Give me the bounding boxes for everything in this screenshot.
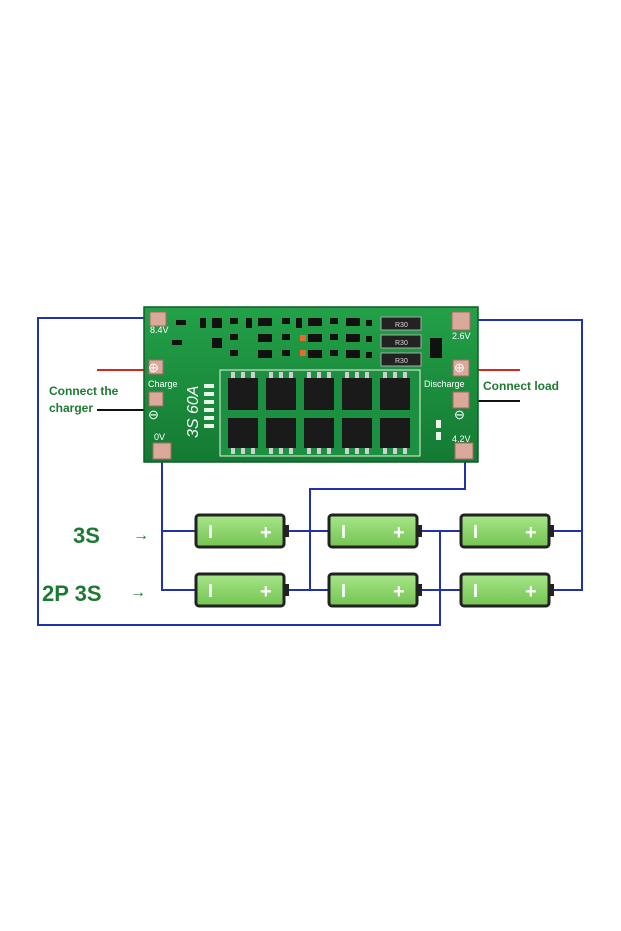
row2-label: 2P 3S: [42, 581, 102, 606]
wire-charge-plus: [37, 317, 441, 626]
pad-discharge-plus: [452, 359, 470, 377]
battery-r2c1: I +: [194, 572, 289, 608]
resistor-label-2: R30: [395, 340, 408, 347]
battery-plus: +: [393, 581, 405, 603]
bms-pcb: R30 R30 R30: [143, 306, 479, 463]
battery-plus: +: [260, 522, 272, 544]
resistor-label-3: R30: [395, 358, 408, 365]
connect-charger-line2: charger: [49, 401, 93, 415]
battery-minus: I: [341, 581, 346, 601]
row1-label: 3S: [73, 523, 100, 548]
charge-plus-symbol: ⊕: [148, 360, 159, 375]
pad-charge-minus: [148, 391, 164, 407]
battery-r1c1: I +: [194, 513, 289, 549]
wire-discharge-plus: [462, 319, 583, 591]
label-2-6v: 2.6V: [452, 331, 471, 341]
pad-0v: [152, 442, 172, 460]
connect-load-label: Connect load: [483, 379, 559, 393]
label-4-2v: 4.2V: [452, 434, 471, 444]
wire-4-2v: [309, 452, 466, 590]
model-label: 3S 60A: [185, 386, 202, 438]
battery-r2c2: I +: [327, 572, 422, 608]
pad-4-2v: [454, 442, 474, 460]
pad-charge-plus: [148, 359, 164, 375]
battery-minus: I: [208, 522, 213, 542]
battery-r1c2: I +: [327, 513, 422, 549]
pad-8-4v: [149, 311, 167, 327]
battery-plus: +: [260, 581, 272, 603]
wires: [37, 317, 583, 626]
row1-arrow: →: [133, 527, 149, 544]
connect-charger-line1: Connect the: [49, 384, 119, 398]
small-caps-column: [204, 384, 214, 428]
discharge-plus-symbol: ⊕: [454, 360, 465, 375]
smd-components: [172, 318, 442, 358]
label-0v: 0V: [154, 432, 165, 442]
label-8-4v: 8.4V: [150, 325, 169, 335]
discharge-minus-symbol: ⊖: [454, 407, 465, 422]
battery-plus: +: [525, 522, 537, 544]
mosfet-leads: [231, 372, 407, 454]
shunt-resistors: R30 R30 R30: [380, 316, 422, 367]
battery-plus: +: [525, 581, 537, 603]
label-discharge: Discharge: [424, 379, 465, 389]
battery-minus: I: [208, 581, 213, 601]
leds: [300, 335, 306, 356]
battery-minus: I: [473, 522, 478, 542]
battery-plus: +: [393, 522, 405, 544]
resistor-label-1: R30: [395, 322, 408, 329]
right-caps: [436, 420, 441, 440]
battery-r2c3: I +: [459, 572, 554, 608]
pad-discharge-minus: [452, 391, 470, 409]
charge-minus-symbol: ⊖: [148, 407, 159, 422]
label-charge: Charge: [148, 379, 178, 389]
battery-minus: I: [473, 581, 478, 601]
pad-2-6v: [451, 311, 471, 331]
mosfets: [228, 378, 410, 448]
battery-minus: I: [341, 522, 346, 542]
model-label-group: 3S 60A: [185, 386, 202, 438]
row2-arrow: →: [130, 584, 146, 601]
wire-0v: [161, 452, 200, 591]
battery-r1c3: I +: [459, 513, 554, 549]
